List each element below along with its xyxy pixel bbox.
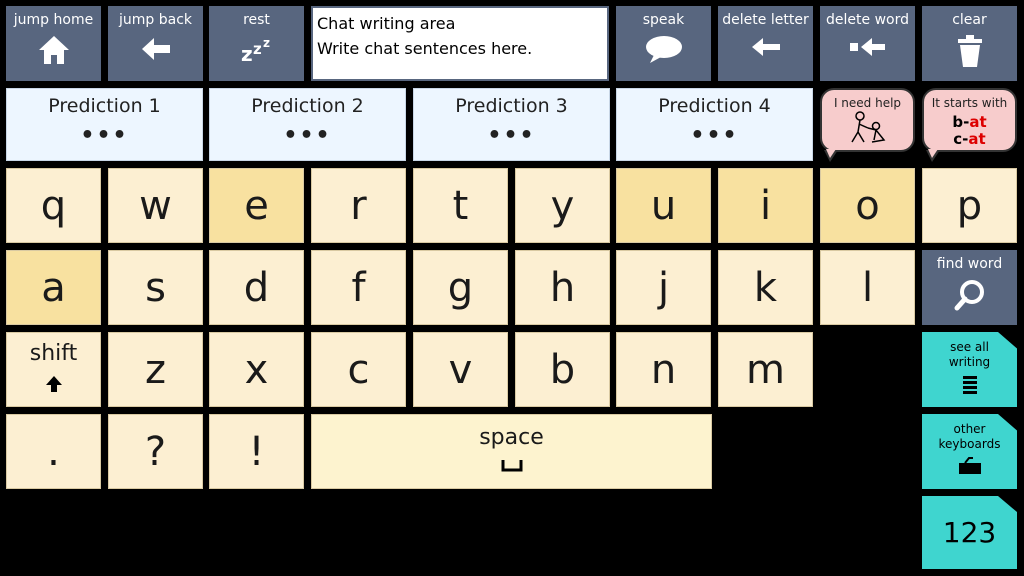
prediction-label: Prediction 4 [658, 95, 771, 117]
key-i[interactable]: i [718, 168, 813, 243]
key-u[interactable]: u [616, 168, 711, 243]
other-keyboards-label: other keyboards [938, 422, 1001, 451]
speech-bubble-icon [645, 36, 682, 63]
jump-home-button[interactable]: jump home [6, 6, 101, 81]
chat-placeholder: Write chat sentences here. [317, 39, 533, 58]
key-l[interactable]: l [820, 250, 915, 325]
i-need-help-button[interactable]: I need help [820, 88, 915, 162]
prediction-4[interactable]: Prediction 4 ••• [616, 88, 813, 161]
prediction-dots: ••• [283, 123, 332, 148]
key-n[interactable]: n [616, 332, 711, 407]
chat-writing-area[interactable]: Chat writing area Write chat sentences h… [311, 6, 609, 81]
prediction-dots: ••• [690, 123, 739, 148]
prediction-label: Prediction 1 [48, 95, 161, 117]
bubble-tail-fill [826, 149, 836, 158]
see-all-writing-button[interactable]: see all writing [922, 332, 1017, 407]
bubble-tail-fill [928, 149, 938, 158]
key-a[interactable]: a [6, 250, 101, 325]
delete-letter-icon [751, 38, 780, 56]
chat-title: Chat writing area [317, 14, 456, 33]
key-w[interactable]: w [108, 168, 203, 243]
prediction-1[interactable]: Prediction 1 ••• [6, 88, 203, 161]
prediction-dots: ••• [80, 123, 129, 148]
clear-label: clear [952, 12, 987, 28]
svg-text:z: z [263, 36, 270, 50]
key-period[interactable]: . [6, 414, 101, 489]
key-s[interactable]: s [108, 250, 203, 325]
find-word-button[interactable]: find word [922, 250, 1017, 325]
key-v[interactable]: v [413, 332, 508, 407]
arrow-left-icon [141, 38, 170, 60]
svg-text:z: z [241, 42, 253, 64]
delete-letter-button[interactable]: delete letter [718, 6, 813, 81]
jump-back-label: jump back [118, 12, 192, 28]
svg-text:z: z [253, 40, 262, 58]
speak-button[interactable]: speak [616, 6, 711, 81]
trash-icon [957, 35, 982, 67]
jump-back-button[interactable]: jump back [108, 6, 203, 81]
arrow-up-icon [45, 376, 62, 392]
find-word-label: find word [936, 256, 1003, 272]
document-lines-icon [962, 376, 977, 394]
prediction-label: Prediction 3 [455, 95, 568, 117]
rest-label: rest [243, 12, 270, 28]
search-icon [954, 280, 984, 311]
other-keyboards-button[interactable]: other keyboards [922, 414, 1017, 489]
key-question[interactable]: ? [108, 414, 203, 489]
delete-letter-label: delete letter [722, 12, 809, 28]
key-e[interactable]: e [209, 168, 304, 243]
numbers-keyboard-button[interactable]: 123 [922, 496, 1017, 569]
space-bar-icon [501, 460, 522, 472]
keyboard-icon [958, 457, 981, 474]
key-t[interactable]: t [413, 168, 508, 243]
key-o[interactable]: o [820, 168, 915, 243]
space-key[interactable]: space [311, 414, 712, 489]
i-need-help-label: I need help [833, 96, 902, 110]
it-starts-with-button[interactable]: It starts with b-at c-at [922, 88, 1017, 162]
key-y[interactable]: y [515, 168, 610, 243]
key-g[interactable]: g [413, 250, 508, 325]
sleep-icon: z z z [241, 36, 270, 64]
rest-button[interactable]: rest z z z [209, 6, 304, 81]
key-x[interactable]: x [209, 332, 304, 407]
key-m[interactable]: m [718, 332, 813, 407]
delete-word-button[interactable]: delete word [820, 6, 915, 81]
key-d[interactable]: d [209, 250, 304, 325]
delete-word-icon [849, 38, 885, 56]
clear-button[interactable]: clear [922, 6, 1017, 81]
prediction-3[interactable]: Prediction 3 ••• [413, 88, 610, 161]
help-person-icon [850, 111, 885, 143]
key-c[interactable]: c [311, 332, 406, 407]
key-r[interactable]: r [311, 168, 406, 243]
key-p[interactable]: p [922, 168, 1017, 243]
home-icon [38, 36, 69, 64]
see-all-writing-label: see all writing [948, 340, 991, 369]
key-f[interactable]: f [311, 250, 406, 325]
key-k[interactable]: k [718, 250, 813, 325]
prediction-label: Prediction 2 [251, 95, 364, 117]
shift-label: shift [29, 341, 78, 366]
key-j[interactable]: j [616, 250, 711, 325]
key-q[interactable]: q [6, 168, 101, 243]
key-exclamation[interactable]: ! [209, 414, 304, 489]
space-label: space [479, 425, 544, 450]
key-b[interactable]: b [515, 332, 610, 407]
numbers-label: 123 [942, 516, 997, 549]
jump-home-label: jump home [13, 12, 94, 28]
starts-with-example-1: b-at [952, 113, 987, 131]
key-z[interactable]: z [108, 332, 203, 407]
key-h[interactable]: h [515, 250, 610, 325]
speak-label: speak [642, 12, 685, 28]
starts-with-example-2: c-at [953, 130, 986, 148]
prediction-2[interactable]: Prediction 2 ••• [209, 88, 406, 161]
shift-key[interactable]: shift [6, 332, 101, 407]
it-starts-with-label: It starts with [931, 96, 1008, 110]
delete-word-label: delete word [826, 12, 909, 28]
prediction-dots: ••• [487, 123, 536, 148]
